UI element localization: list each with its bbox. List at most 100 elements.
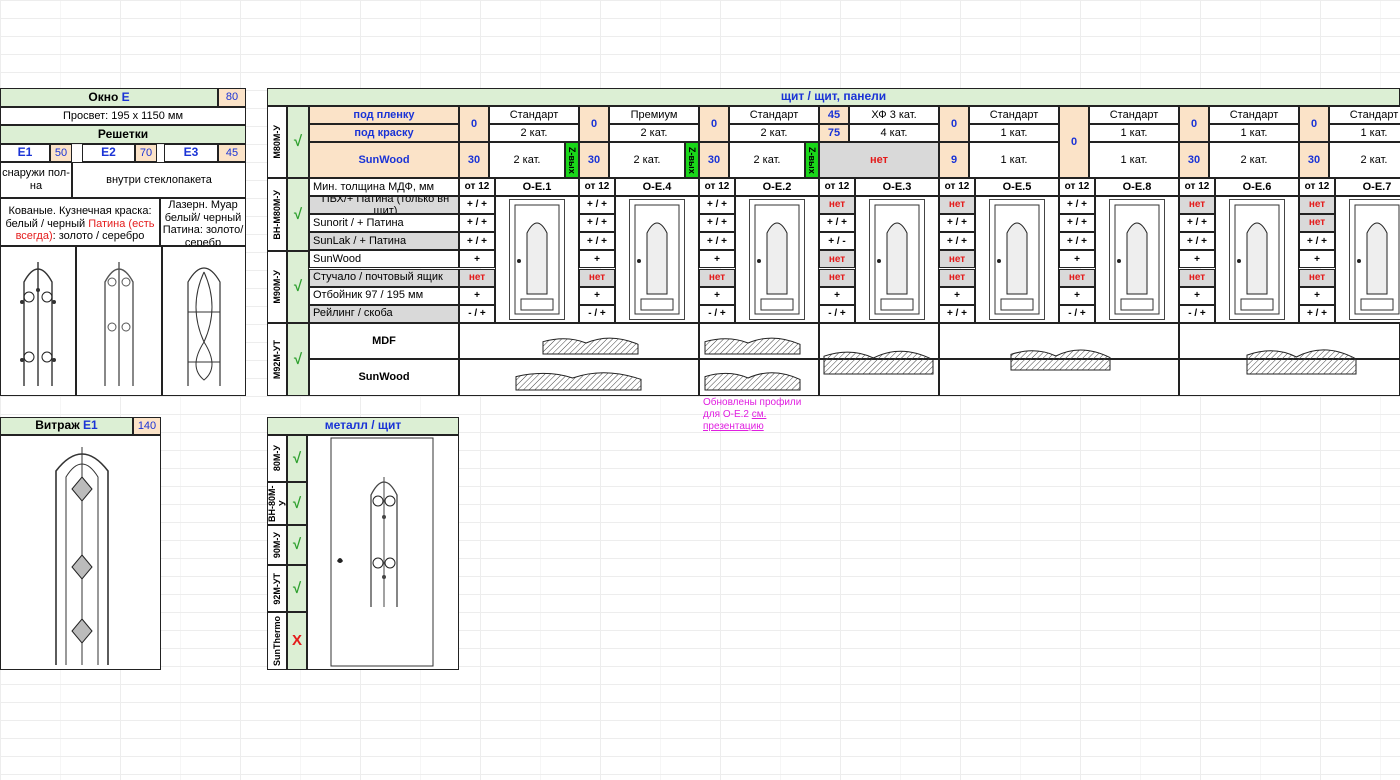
col-2-spec-5-text: нет (708, 271, 726, 283)
spec-row-6-text: Отбойник 97 / 195 мм (313, 289, 424, 302)
col-0-spec-0: от 12 (459, 178, 495, 197)
door-panel-O-E.5 (994, 204, 1040, 315)
metal-model-2-text: 90M-У (271, 531, 282, 559)
finish-row-0-text: под пленку (353, 108, 415, 121)
col-4-spec-2: + / + (939, 214, 975, 233)
note-link[interactable]: см. презентацию (703, 409, 767, 432)
metal-model-1: BH-80M-У (267, 482, 287, 525)
col-6-spec-5-text: нет (1188, 271, 1206, 283)
metal-title: металл / щит (267, 417, 459, 435)
col-1-spec-3-text: + / + (586, 235, 607, 247)
col-6-class-0-text: Стандарт (1229, 108, 1279, 121)
col-3-code-text: O-E.3 (882, 180, 912, 193)
col-3-spec-1: нет (819, 196, 855, 215)
metal-mark-0: √ (287, 435, 307, 482)
col-2-class-0: Стандарт (729, 106, 819, 124)
col-5-spec-0: от 12 (1059, 178, 1095, 197)
col-4-class-1: 1 кат. (969, 124, 1059, 142)
group-label-0-text: M80M-У (271, 125, 282, 159)
col-4-class-2-text: 1 кат. (1000, 153, 1028, 166)
col-1-zvyh-badge: Z-вых (685, 142, 699, 178)
col-1-price-2-text: 30 (587, 153, 601, 166)
col-2-spec-7-text: - / + (708, 307, 726, 319)
col-6-price-0: 0 (1179, 106, 1209, 142)
col-2-price-2: 30 (699, 142, 729, 178)
col-3-spec-3: + / - (819, 232, 855, 251)
grille-price-1-text: 70 (139, 146, 153, 159)
door-panel-O-E.6 (1234, 204, 1280, 315)
col-1-spec-7: - / + (579, 304, 615, 323)
col-1-class-1: 2 кат. (609, 124, 699, 142)
col-3-spec-7-text: - / + (828, 307, 846, 319)
col-5-code-text: O-E.8 (1122, 180, 1152, 193)
col-3-spec-0-text: от 12 (824, 181, 850, 193)
col-3-price-1: 75 (819, 124, 849, 142)
group-label-1: BH-M80M-У (267, 178, 287, 251)
col-5-spec-3-text: + / + (1066, 235, 1087, 247)
col-0-spec-7: - / + (459, 304, 495, 323)
grilles-title-text: Решетки (97, 126, 149, 141)
col-7-class-1-text: 1 кат. (1360, 126, 1388, 139)
col-7-code: O-E.7 (1335, 178, 1400, 197)
col-7-price-2-text: 30 (1307, 153, 1321, 166)
col-5-class-2: 1 кат. (1089, 142, 1179, 178)
metal-mark-1: √ (287, 482, 307, 525)
metal-mark-1-text: √ (292, 494, 302, 512)
col-6-spec-5: нет (1179, 268, 1215, 287)
forged-text-2: : золото / серебро (52, 230, 145, 243)
col-1-spec-1: + / + (579, 196, 615, 215)
col-2-code-text: O-E.2 (762, 180, 792, 193)
col-5-spec-7-text: - / + (1068, 307, 1086, 319)
col-0-price-0: 0 (459, 106, 489, 142)
metal-model-3: 92M-УТ (267, 565, 287, 612)
col-0-price-2: 30 (459, 142, 489, 178)
col-6-class-1: 1 кат. (1209, 124, 1299, 142)
window-price-text: 80 (225, 91, 239, 104)
col-3-spec-6-text: + (834, 289, 840, 301)
col-3-price-1-text: 75 (827, 126, 841, 139)
col-7-spec-3-text: + / + (1306, 235, 1327, 247)
stained-price-text: 140 (137, 419, 157, 432)
col-2-zvyh-badge-text: Z-вых (807, 146, 818, 174)
stained-glass-drawing (55, 447, 109, 665)
col-0-spec-5: нет (459, 268, 495, 287)
grille-price-0: 50 (50, 144, 72, 162)
col-4-spec-7: + / + (939, 304, 975, 323)
col-5-spec-6: + (1059, 286, 1095, 305)
col-7-spec-0-text: от 12 (1304, 181, 1330, 193)
col-3-sunwood-none-text: нет (869, 153, 888, 166)
forged-desc: Кованые. Кузнечная краска: белый / черны… (0, 198, 160, 246)
col-2-spec-1: + / + (699, 196, 735, 215)
col-2-class-0-text: Стандарт (749, 108, 799, 121)
metal-title-text: металл / щит (324, 418, 402, 433)
col-6-spec-3-text: + / + (1186, 235, 1207, 247)
spec-row-3-text: SunLak / + Патина (313, 235, 407, 248)
finish-row-1-text: под краску (354, 126, 414, 139)
col-6-spec-3: + / + (1179, 232, 1215, 251)
col-1-price-2: 30 (579, 142, 609, 178)
col-5-price-text: 0 (1070, 135, 1078, 148)
col-0-spec-2-text: + / + (466, 217, 487, 229)
door-panel-O-E.2 (754, 204, 800, 315)
spec-row-1-text: ПВХ/+ Патина (только вн щит) (321, 196, 450, 215)
col-1-spec-6: + (579, 286, 615, 305)
grille-drawing-e3 (187, 267, 221, 386)
grille-code-1: E2 (82, 144, 135, 162)
col-2-spec-3-text: + / + (706, 235, 727, 247)
panels-title: щит / щит, панели (267, 88, 1400, 106)
col-3-class-0-text: ХФ 3 кат. (871, 108, 917, 121)
spec-row-3: SunLak / + Патина (309, 232, 459, 251)
col-7-price-0: 0 (1299, 106, 1329, 142)
col-6-spec-0-text: от 12 (1184, 181, 1210, 193)
finish-row-0: под пленку (309, 106, 459, 124)
grille-price-2-text: 45 (225, 146, 239, 159)
col-3-spec-2-text: + / + (826, 217, 847, 229)
metal-model-0-text: 80M-У (271, 445, 282, 472)
col-4-price-2-text: 9 (950, 153, 958, 166)
col-7-class-1: 1 кат. (1329, 124, 1400, 142)
sunwood-profile-shape (515, 372, 642, 391)
finish-row-2-text: SunWood (358, 153, 410, 166)
col-3-class-0: ХФ 3 кат. (849, 106, 939, 124)
col-2-spec-0: от 12 (699, 178, 735, 197)
col-0-spec-6: + (459, 286, 495, 305)
